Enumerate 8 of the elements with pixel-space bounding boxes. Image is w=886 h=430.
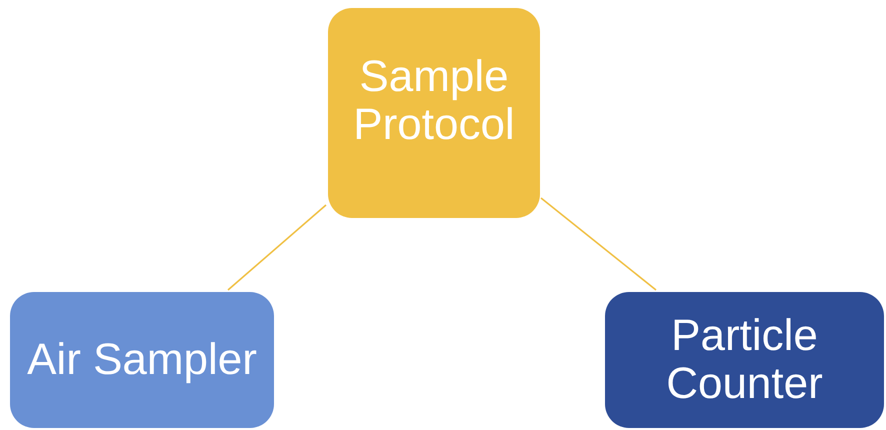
connector-line [227,204,327,291]
connector-line [540,197,656,291]
process-box [605,292,884,428]
box-label: Sample Protocol [352,52,516,150]
box-label: Air Sampler [27,336,257,384]
process-box [10,292,274,428]
process-box [328,8,540,218]
box-label: Particle Counter [665,312,824,408]
